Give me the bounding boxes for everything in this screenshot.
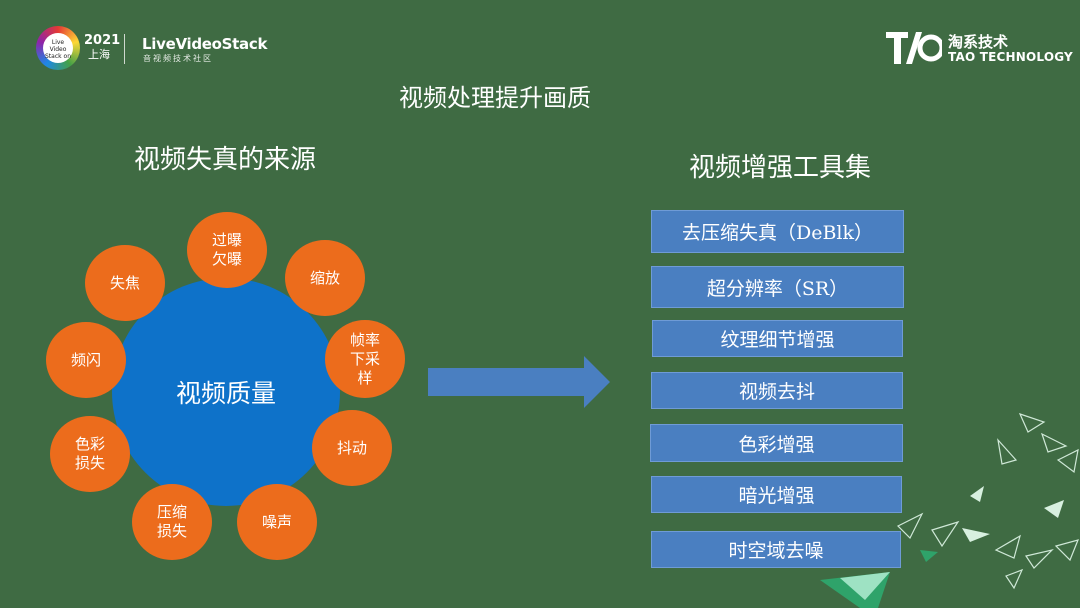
arrow-right-icon bbox=[428, 356, 610, 408]
distortion-sources-heading: 视频失真的来源 bbox=[133, 145, 316, 175]
cause-compression-loss: 压缩 损失 bbox=[132, 484, 212, 560]
slide-title: 视频处理提升画质 bbox=[399, 84, 591, 112]
header-divider bbox=[124, 34, 125, 64]
livevideostack-logo: LiveVideoStack bbox=[142, 35, 268, 53]
tool-super-resolution: 超分辨率（SR） bbox=[651, 266, 904, 308]
livevideostack-subtitle: 音视频技术社区 bbox=[143, 54, 213, 63]
cause-scaling: 缩放 bbox=[285, 240, 365, 316]
tool-lowlight-enhancement: 暗光增强 bbox=[651, 476, 902, 513]
tool-deblock: 去压缩失真（DeBlk） bbox=[651, 210, 904, 253]
cause-flicker: 频闪 bbox=[46, 322, 126, 398]
tao-brand-en: TAO TECHNOLOGY bbox=[948, 50, 1073, 64]
tool-texture-enhancement: 纹理细节增强 bbox=[652, 320, 903, 357]
event-logo: Live Video Stack on bbox=[36, 26, 80, 70]
tool-color-enhancement: 色彩增强 bbox=[650, 424, 903, 462]
video-quality-circle bbox=[112, 278, 340, 506]
tao-brand-cn: 淘系技术 bbox=[948, 33, 1009, 51]
event-logo-text: Live Video Stack on bbox=[43, 33, 73, 63]
cause-overexposure: 过曝 欠曝 bbox=[187, 212, 267, 288]
event-city: 上海 bbox=[88, 48, 110, 61]
tool-spatiotemporal-denoise: 时空域去噪 bbox=[651, 531, 901, 568]
event-year: 2021 bbox=[84, 33, 121, 48]
tool-video-stabilization: 视频去抖 bbox=[651, 372, 903, 409]
cause-defocus: 失焦 bbox=[85, 245, 165, 321]
enhancement-tools-heading: 视频增强工具集 bbox=[688, 153, 871, 183]
cause-jitter: 抖动 bbox=[312, 410, 392, 486]
cause-noise: 噪声 bbox=[237, 484, 317, 560]
decorative-paper-planes bbox=[820, 413, 1080, 608]
tao-logo-icon bbox=[886, 32, 942, 64]
video-quality-label: 视频质量 bbox=[175, 379, 276, 408]
cause-color-loss: 色彩 损失 bbox=[50, 416, 130, 492]
cause-framerate-downsampling: 帧率 下采 样 bbox=[325, 320, 405, 398]
